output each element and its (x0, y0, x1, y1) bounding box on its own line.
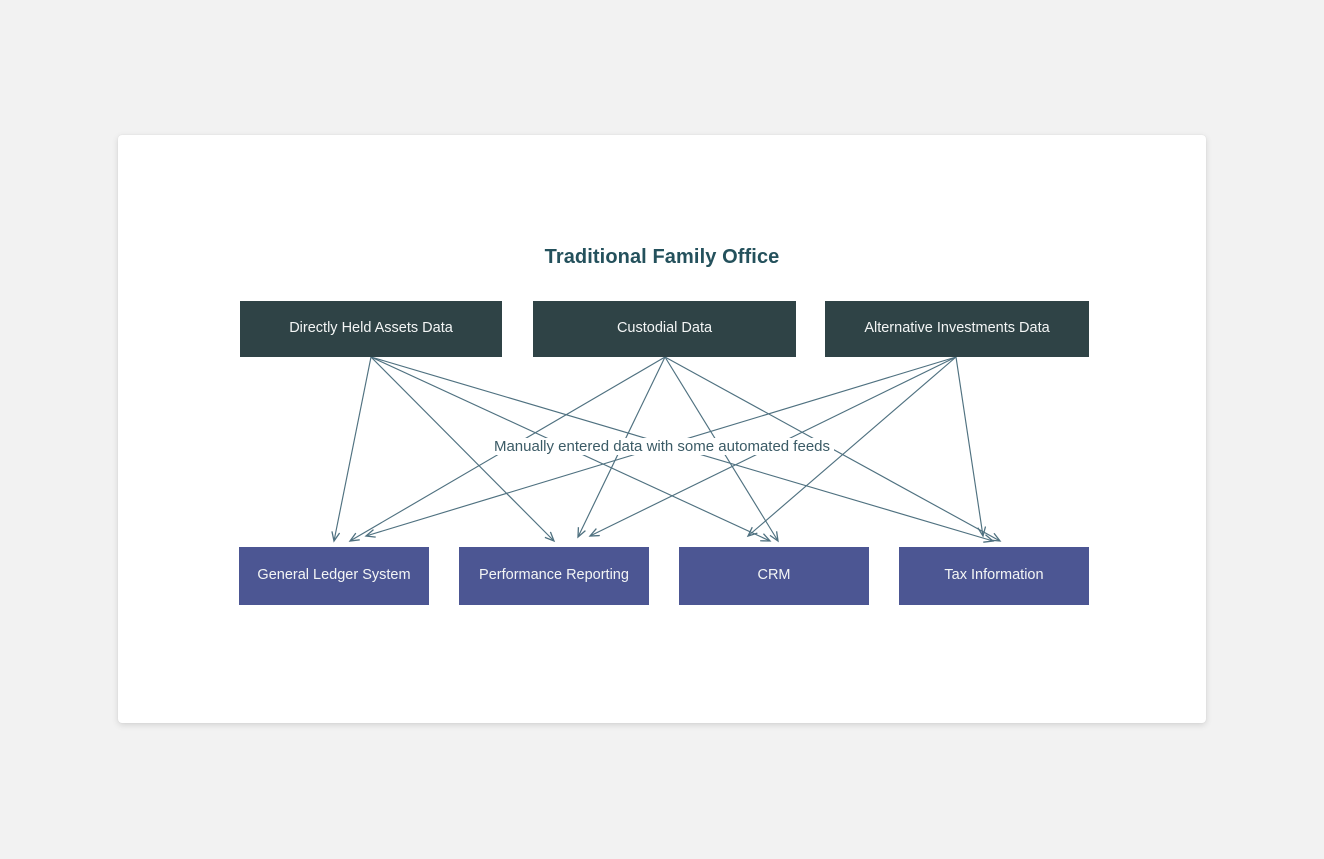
flow-annotation-text: Manually entered data with some automate… (489, 438, 835, 455)
target-node-label: Performance Reporting (479, 567, 629, 584)
diagram-card (118, 135, 1206, 723)
edge-directly-held-to-performance-reporting (370, 356, 556, 543)
source-node-label: Custodial Data (616, 320, 713, 337)
source-node-directly-held-assets-data[interactable]: Directly Held Assets Data (240, 301, 502, 357)
target-node-general-ledger-system[interactable]: General Ledger System (239, 547, 429, 605)
target-node-label: General Ledger System (257, 567, 411, 584)
source-node-label: Alternative Investments Data (864, 320, 1050, 337)
source-node-alternative-investments-data[interactable]: Alternative Investments Data (825, 301, 1089, 357)
target-node-label: Tax Information (944, 567, 1044, 584)
target-node-crm[interactable]: CRM (679, 547, 869, 605)
target-node-tax-information[interactable]: Tax Information (899, 547, 1089, 605)
target-node-label: CRM (757, 567, 791, 584)
diagram-title: Traditional Family Office (544, 246, 780, 268)
flow-annotation: Manually entered data with some automate… (0, 438, 1324, 455)
source-node-custodial-data[interactable]: Custodial Data (533, 301, 796, 357)
source-node-label: Directly Held Assets Data (289, 320, 453, 337)
target-node-performance-reporting[interactable]: Performance Reporting (459, 547, 649, 605)
edge-alternative-to-crm (746, 356, 957, 538)
edge-alternative-to-tax-information (955, 356, 987, 538)
edge-directly-held-to-general-ledger (331, 356, 372, 543)
